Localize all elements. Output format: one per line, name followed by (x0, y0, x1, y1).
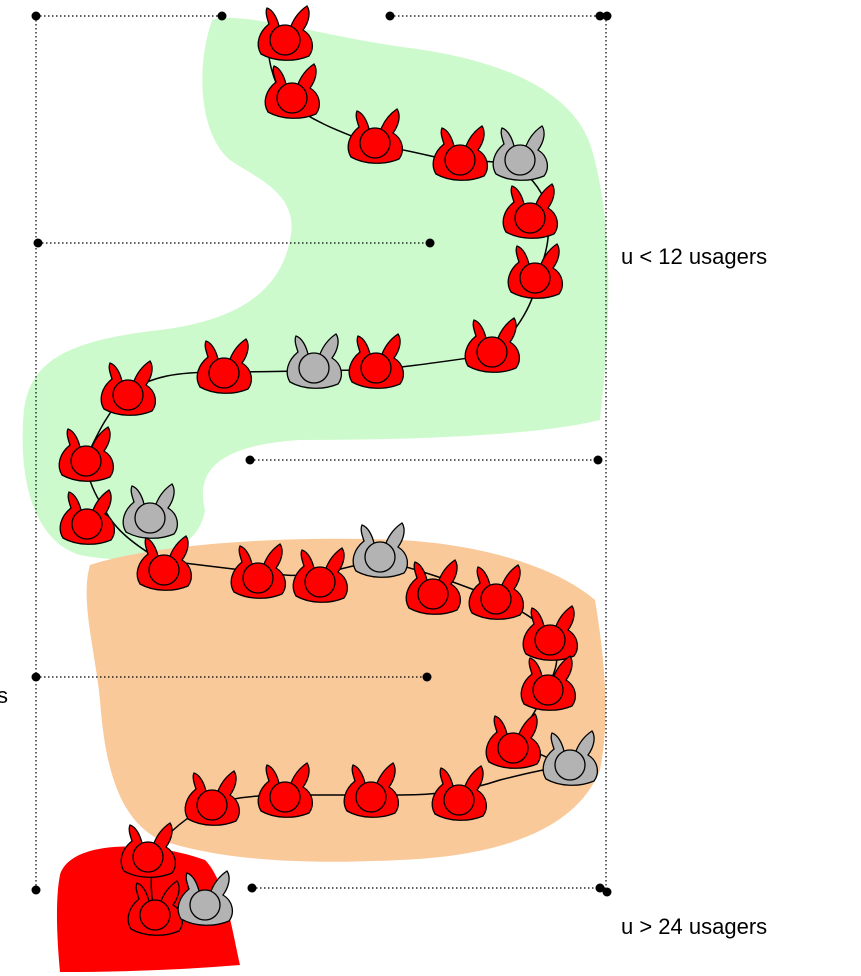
person-waiting-icon (353, 523, 407, 577)
person-icon (258, 6, 312, 60)
zone-high-label: u > 24 usagers (621, 914, 767, 940)
zone-low-label: u < 12 usagers (621, 244, 767, 270)
zone-mid-label-fragment: s (0, 683, 8, 709)
